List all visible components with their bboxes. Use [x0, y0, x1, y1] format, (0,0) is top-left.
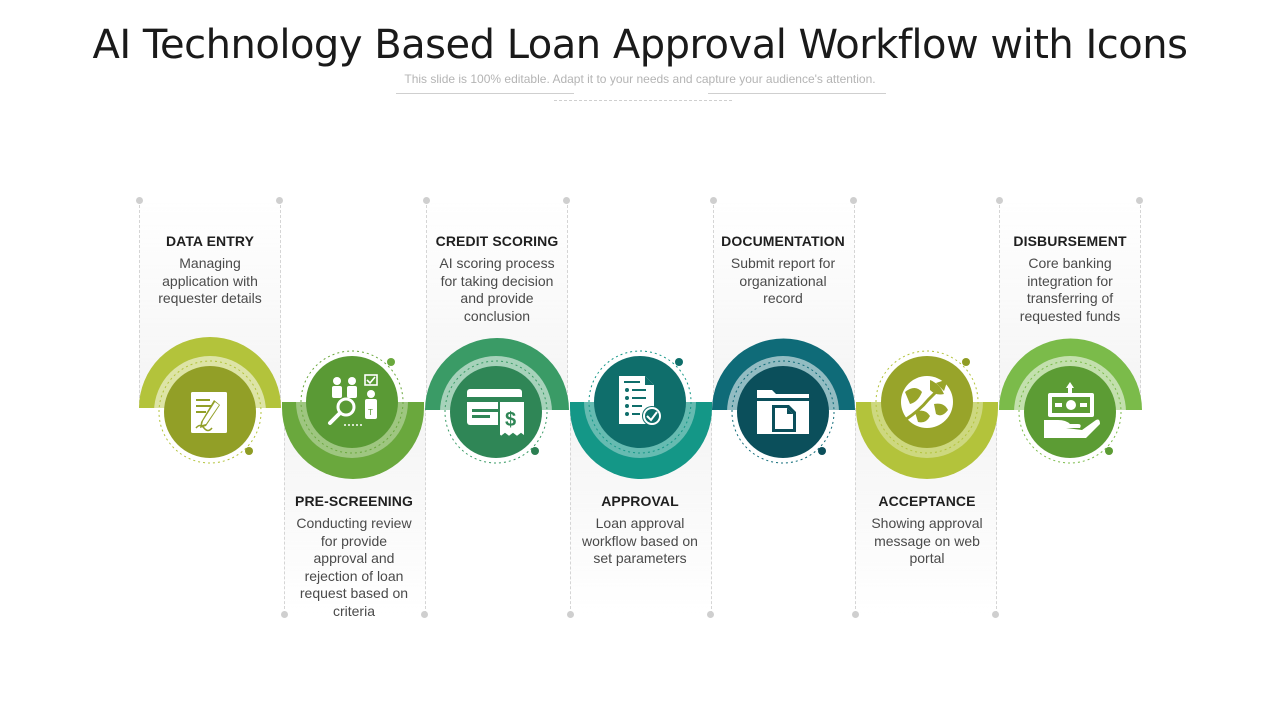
subtitle-underline-right: [708, 93, 886, 94]
step-description: Conducting review for provide approval a…: [296, 515, 412, 619]
column-dot: [276, 197, 283, 204]
step-heading: APPROVAL: [601, 493, 679, 509]
step-description: Submit report for organizational record: [730, 255, 836, 306]
column-dot: [707, 611, 714, 618]
column-dot: [563, 197, 570, 204]
card-receipt-dollar-icon: $: [467, 389, 526, 439]
slide-title: AI Technology Based Loan Approval Workfl…: [92, 22, 1188, 68]
column-dot: [992, 611, 999, 618]
step-label-data-entry: DATA ENTRY Managing application with req…: [135, 233, 285, 308]
checklist-approval-icon: [619, 376, 662, 426]
hand-money-icon: [1044, 382, 1100, 438]
step-heading: DATA ENTRY: [165, 233, 255, 249]
column-dot: [996, 197, 1003, 204]
step-description: Loan approval workflow based on set para…: [582, 515, 698, 566]
step-description: AI scoring process for taking decision a…: [439, 255, 555, 324]
step-label-documentation: DOCUMENTATION Submit report for organiza…: [708, 233, 858, 308]
step-description: Showing approval message on web portal: [871, 515, 983, 566]
step-heading: DOCUMENTATION: [721, 233, 845, 249]
subtitle-underline-center: [554, 100, 732, 101]
column-dot: [281, 611, 288, 618]
folder-document-icon: [757, 390, 809, 434]
column-dot: [136, 197, 143, 204]
step-heading: CREDIT SCORING: [435, 233, 559, 249]
step-label-acceptance: ACCEPTANCE Showing approval message on w…: [852, 493, 1002, 568]
step-label-credit-scoring: CREDIT SCORING AI scoring process for ta…: [422, 233, 572, 325]
step-description: Core banking integration for transferrin…: [1019, 255, 1121, 324]
step-description: Managing application with requester deta…: [158, 255, 262, 306]
column-dot: [710, 197, 717, 204]
step-label-pre-screening: PRE-SCREENING Conducting review for prov…: [279, 493, 429, 620]
subtitle-underline-left: [396, 93, 574, 94]
column-dot: [567, 611, 574, 618]
globe-arrow-icon: [901, 376, 953, 428]
people-magnifier-icon: T: [328, 374, 378, 426]
form-pen-icon: [191, 392, 227, 433]
column-dot: [423, 197, 430, 204]
step-heading: DISBURSEMENT: [1013, 233, 1127, 249]
svg-text:$: $: [505, 409, 516, 431]
step-heading: PRE-SCREENING: [295, 493, 413, 509]
column-dot: [421, 611, 428, 618]
step-label-disbursement: DISBURSEMENT Core banking integration fo…: [995, 233, 1145, 325]
slide-subtitle: This slide is 100% editable. Adapt it to…: [404, 72, 876, 86]
step-label-approval: APPROVAL Loan approval workflow based on…: [565, 493, 715, 568]
column-dot: [852, 611, 859, 618]
step-heading: ACCEPTANCE: [878, 493, 976, 509]
column-dot: [1136, 197, 1143, 204]
column-dot: [850, 197, 857, 204]
svg-text:T: T: [368, 408, 373, 417]
